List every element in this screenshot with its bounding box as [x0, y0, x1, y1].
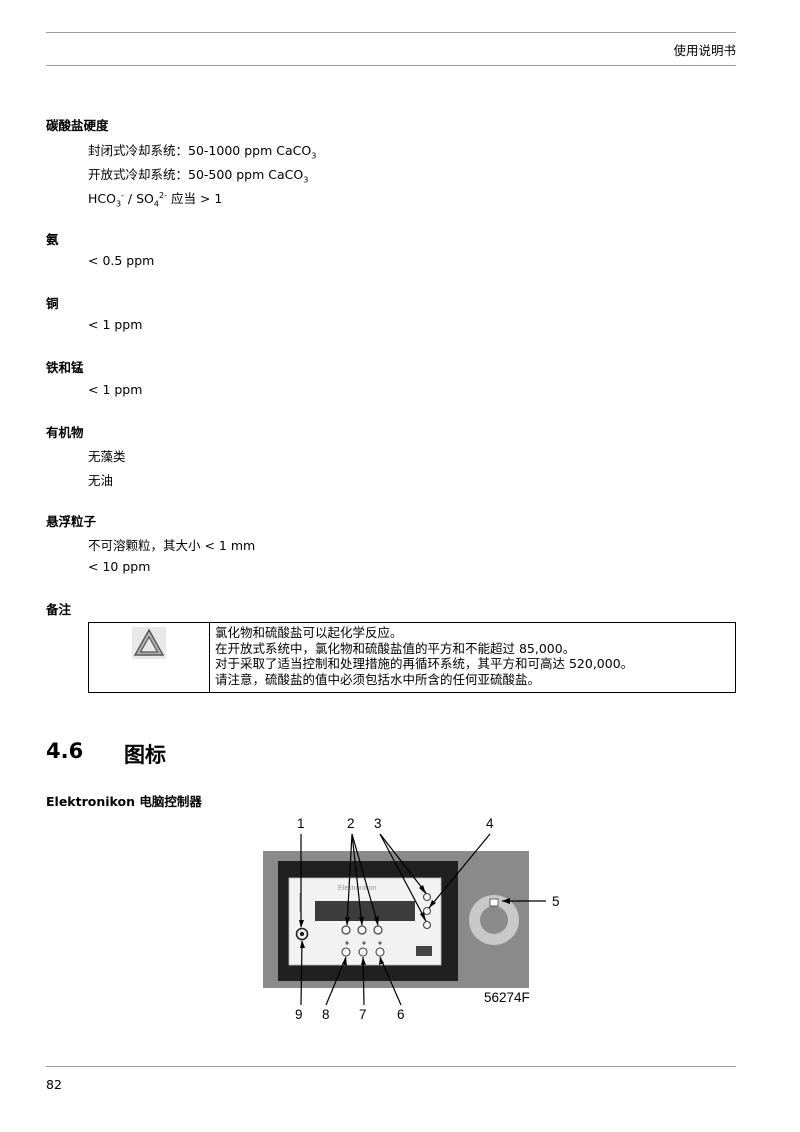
- organics-value-1: 无藻类: [88, 449, 126, 464]
- figure-code: 56274F: [484, 990, 530, 1005]
- carbonate-ratio-line: HCO3- / SO42- 应当 > 1: [88, 188, 222, 209]
- callout-leader-lines: [300, 833, 546, 1006]
- callout-1: 1: [297, 816, 305, 831]
- ratio-so-sub: 4: [153, 199, 159, 209]
- header-rule-bottom: [46, 65, 736, 66]
- page-number: 82: [46, 1077, 62, 1092]
- carbonate-open-text: 开放式冷却系统：50-500 ppm CaCO: [88, 167, 304, 182]
- heading-ammonia: 氨: [46, 232, 59, 247]
- ratio-so: / SO: [123, 191, 154, 206]
- heading-carbonate: 碳酸盐硬度: [46, 118, 109, 133]
- callout-5: 5: [552, 894, 560, 909]
- ratio-rest: 应当 > 1: [166, 191, 223, 206]
- panel-brand-label: Elektronikon: [338, 885, 377, 892]
- carbonate-closed-text: 封闭式冷却系统：50-1000 ppm CaCO: [88, 143, 312, 158]
- organics-value-2: 无油: [88, 473, 114, 488]
- copper-value: < 1 ppm: [88, 317, 143, 332]
- header-title: 使用说明书: [673, 43, 736, 58]
- carbonate-open-sub: 3: [303, 175, 309, 185]
- remarks-text: 氯化物和硫酸盐可以起化学反应。 在开放式系统中，氯化物和硫酸盐值的平方和不能超过…: [215, 625, 633, 687]
- controller-panel: Elektronikon: [263, 851, 529, 988]
- callout-4: 4: [486, 816, 494, 831]
- callout-7: 7: [359, 1007, 367, 1022]
- remarks-table: 氯化物和硫酸盐可以起化学反应。 在开放式系统中，氯化物和硫酸盐值的平方和不能超过…: [88, 622, 736, 693]
- particles-value-1: 不可溶颗粒，其大小 < 1 mm: [88, 538, 256, 553]
- callout-2: 2: [347, 816, 355, 831]
- callout-9: 9: [295, 1007, 303, 1022]
- remarks-line-4: 请注意，硫酸盐的值中必须包括水中所含的任何亚硫酸盐。: [215, 671, 541, 687]
- callout-3: 3: [374, 816, 382, 831]
- heading-copper: 铜: [46, 296, 59, 311]
- heading-iron-manganese: 铁和锰: [46, 360, 84, 375]
- controller-display: [315, 901, 415, 921]
- iron-manganese-value: < 1 ppm: [88, 382, 143, 397]
- section-title: 图标: [124, 743, 166, 767]
- remarks-line-3: 对于采取了适当控制和处理措施的再循环系统，其平方和可高达 520,000。: [215, 656, 634, 671]
- remarks-line-1: 氯化物和硫酸盐可以起化学反应。: [215, 625, 403, 640]
- remarks-icon-cell: [89, 623, 210, 692]
- warning-triangle-icon: [132, 627, 166, 659]
- ratio-hco-sup: -: [121, 190, 124, 200]
- callout-8: 8: [322, 1007, 330, 1022]
- carbonate-open-line: 开放式冷却系统：50-500 ppm CaCO3: [88, 164, 308, 185]
- ratio-hco-sub: 3: [115, 199, 122, 209]
- footer-rule: [46, 1066, 736, 1067]
- heading-organics: 有机物: [46, 425, 84, 440]
- section-number: 4.6: [46, 739, 84, 763]
- ratio-so-sup: 2-: [158, 190, 167, 200]
- figure-subheading: Elektronikon 电脑控制器: [46, 794, 202, 809]
- ammonia-value: < 0.5 ppm: [88, 253, 155, 268]
- header-rule-top: [46, 32, 736, 33]
- remarks-line-2: 在开放式系统中，氯化物和硫酸盐值的平方和不能超过 85,000。: [215, 640, 576, 656]
- callout-6: 6: [397, 1007, 405, 1022]
- particles-value-2: < 10 ppm: [88, 559, 151, 574]
- carbonate-closed-line: 封闭式冷却系统：50-1000 ppm CaCO3: [88, 140, 316, 161]
- heading-remarks: 备注: [46, 602, 72, 617]
- heading-particles: 悬浮粒子: [46, 514, 97, 529]
- ratio-hco: HCO: [88, 191, 116, 206]
- carbonate-closed-sub: 3: [311, 151, 317, 161]
